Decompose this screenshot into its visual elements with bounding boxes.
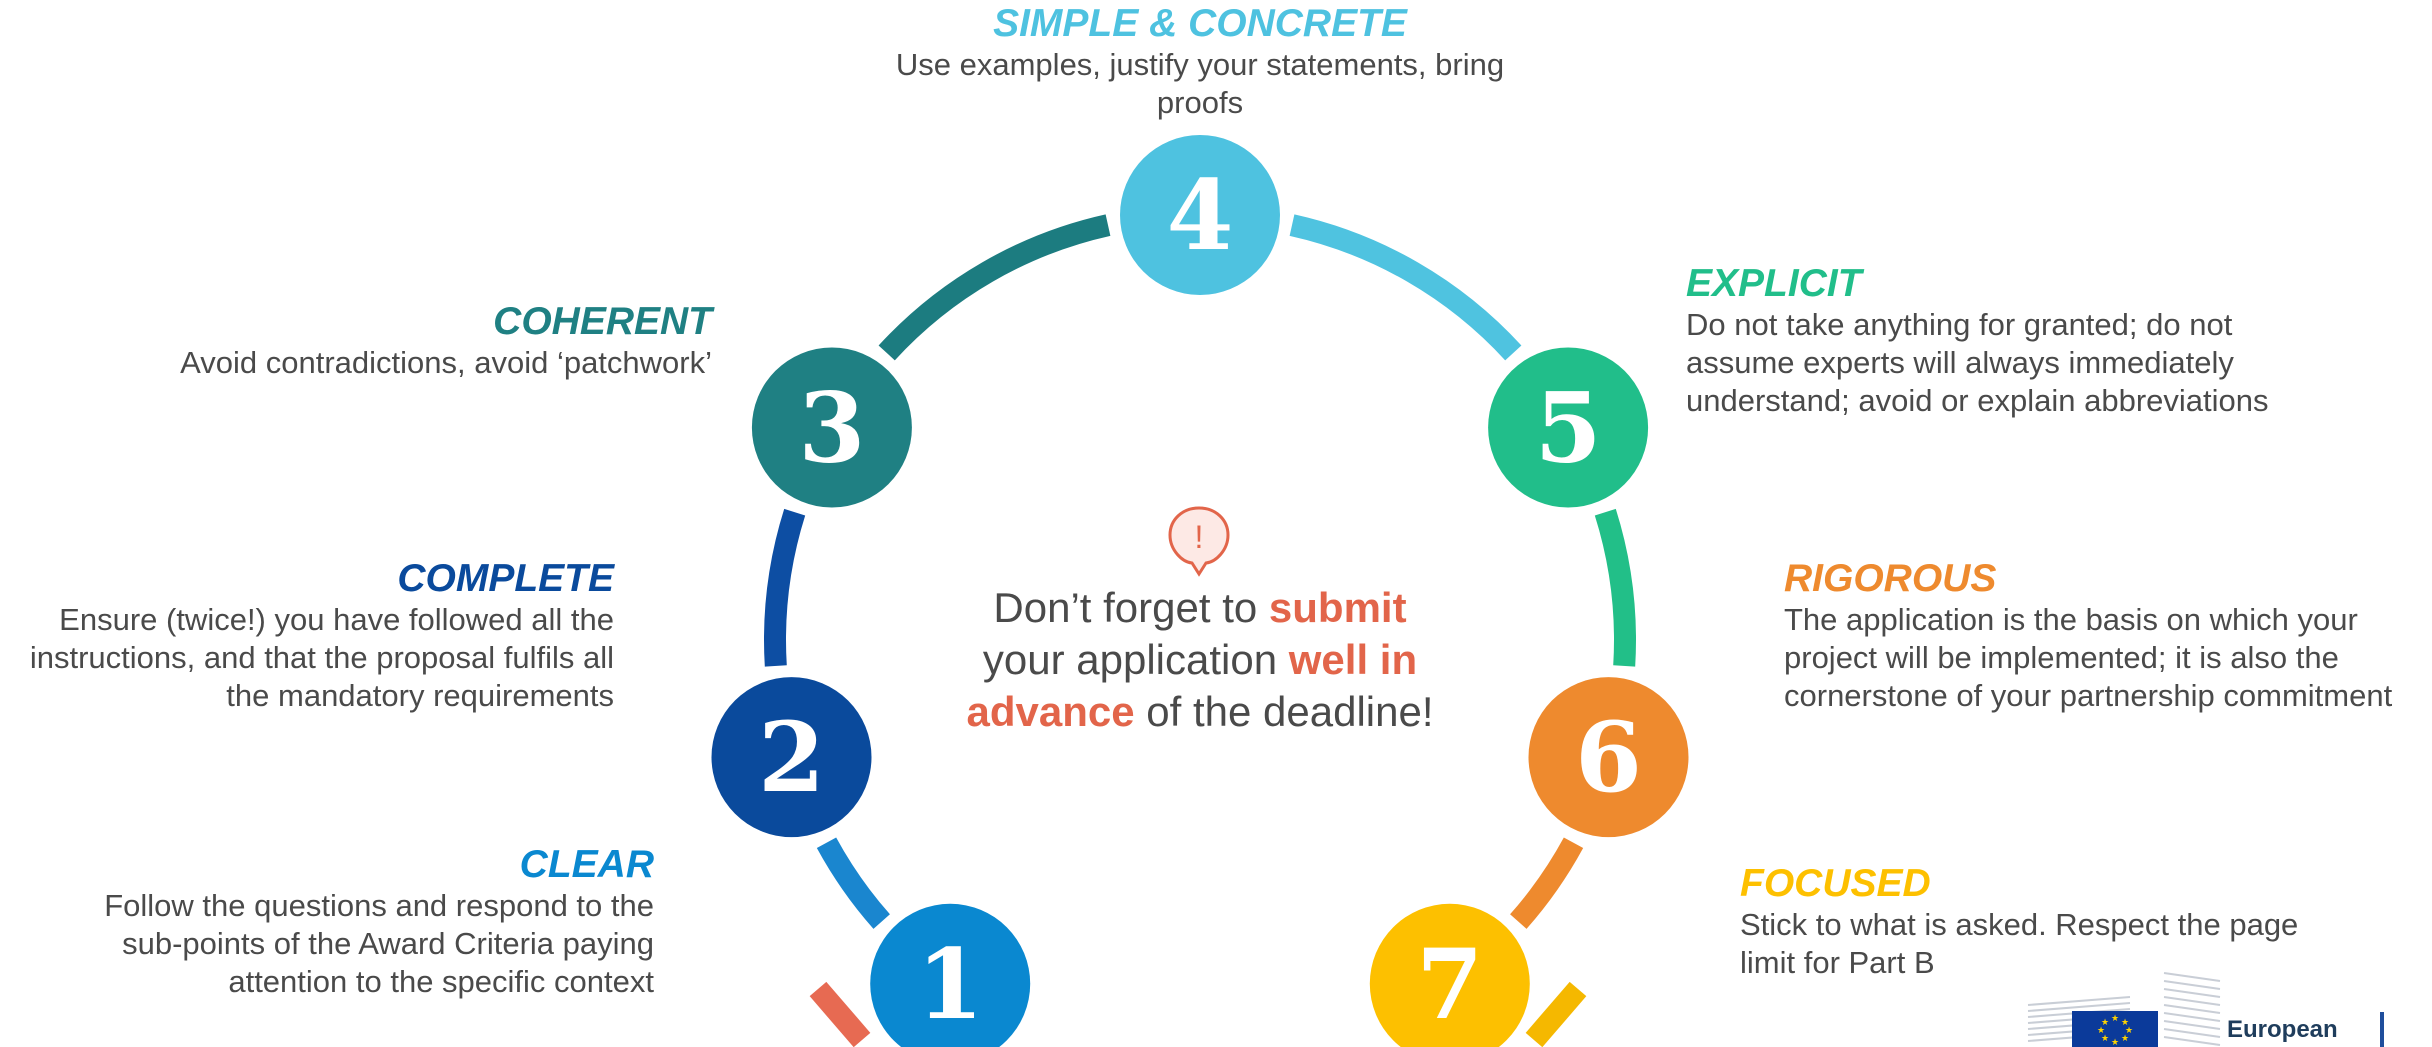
step-3-circle: 3 <box>751 347 912 508</box>
step-3-number: 3 <box>799 372 866 485</box>
step-1-circle: 1 <box>870 903 1031 1047</box>
arc-tail-right <box>1525 981 1587 1047</box>
step-2-circle: 2 <box>711 677 872 838</box>
step-5-title: EXPLICIT <box>1686 262 1862 305</box>
arc-segment-6-7 <box>1509 837 1584 929</box>
svg-text:★: ★ <box>2111 1014 2119 1024</box>
step-5-circle: 5 <box>1488 347 1649 508</box>
step-1-desc-line-1: Follow the questions and respond to the <box>104 888 654 923</box>
eu-divider <box>2380 1012 2384 1047</box>
arc-segment-2-3 <box>764 508 806 667</box>
step-7-number: 7 <box>1416 928 1483 1041</box>
step-5-desc-line-1: Do not take anything for granted; do not <box>1686 307 2233 342</box>
center-message: Don’t forget to submit your application … <box>930 582 1470 738</box>
step-6-desc-line-1: The application is the basis on which yo… <box>1784 602 2358 637</box>
step-3-block: COHERENT Avoid contradictions, avoid ‘pa… <box>100 300 712 382</box>
step-2-desc-line-2: instructions, and that the proposal fulf… <box>29 640 614 675</box>
step-3-title: COHERENT <box>493 300 712 343</box>
step-5-disc <box>1488 347 1649 508</box>
european-commission-logo: ★★★ ★★★ ★★ <box>2027 972 2221 1047</box>
step-7-desc-line-2: limit for Part B <box>1740 945 1935 980</box>
svg-text:★: ★ <box>2101 1034 2109 1044</box>
center-line-3-text: of the deadline! <box>1134 688 1434 735</box>
step-1-desc-line-2: sub-points of the Award Criteria paying <box>122 926 654 961</box>
step-1-disc <box>870 903 1031 1047</box>
step-7-disc <box>1369 903 1530 1047</box>
arc-segment-5-6 <box>1594 508 1636 667</box>
step-6-block: RIGOROUS The application is the basis on… <box>1784 557 2424 715</box>
step-6-number: 6 <box>1575 701 1642 814</box>
step-4-disc <box>1120 135 1280 295</box>
step-1-title: CLEAR <box>519 843 654 886</box>
speech-bubble-glyph: ! <box>1195 519 1204 555</box>
step-5-number: 5 <box>1535 372 1602 485</box>
step-3-disc <box>751 347 912 508</box>
center-highlight-well-in: well in <box>1288 636 1418 683</box>
center-highlight-advance: advance <box>966 688 1135 735</box>
step-4-number: 4 <box>1167 159 1234 272</box>
step-6-disc <box>1528 677 1689 838</box>
step-4-desc-line-2: proofs <box>1156 85 1244 120</box>
step-5-desc-line-3: understand; avoid or explain abbreviatio… <box>1686 383 2269 418</box>
eu-flag <box>2072 1011 2158 1047</box>
center-line-3: advance of the deadline! <box>930 686 1470 738</box>
step-4-desc-line-1: Use examples, justify your statements, b… <box>895 47 1505 82</box>
step-5-desc-line-2: assume experts will always immediately <box>1686 345 2234 380</box>
step-2-block: COMPLETE Ensure (twice!) you have follow… <box>10 557 614 715</box>
step-circles: 1 2 3 4 5 6 7 <box>711 135 1689 1047</box>
step-4-title: SIMPLE & CONCRETE <box>993 2 1407 45</box>
svg-text:★: ★ <box>2101 1018 2109 1028</box>
eu-label: European <box>2227 1016 2338 1043</box>
step-7-title: FOCUSED <box>1740 862 1931 905</box>
step-6-title: RIGOROUS <box>1784 557 1997 600</box>
svg-text:★: ★ <box>2121 1018 2129 1028</box>
center-line-2-text: your application <box>982 636 1289 683</box>
center-line-1: Don’t forget to submit <box>930 582 1470 634</box>
step-4-circle: 4 <box>1120 135 1280 295</box>
center-highlight-submit: submit <box>1268 584 1407 631</box>
svg-text:★: ★ <box>2097 1026 2105 1036</box>
arc-segments <box>764 214 1636 1047</box>
step-5-block: EXPLICIT Do not take anything for grante… <box>1686 262 2386 420</box>
svg-text:★: ★ <box>2111 1038 2119 1047</box>
speech-bubble-exclamation-icon: ! <box>1168 506 1230 577</box>
step-7-block: FOCUSED Stick to what is asked. Respect … <box>1740 862 2360 982</box>
step-7-desc-line-1: Stick to what is asked. Respect the page <box>1740 907 2299 942</box>
step-3-desc-line-1: Avoid contradictions, avoid ‘patchwork’ <box>180 345 712 380</box>
step-1-desc-line-3: attention to the specific context <box>228 964 654 999</box>
step-2-desc-line-3: the mandatory requirements <box>226 678 614 713</box>
arc-segment-1-2 <box>816 837 891 929</box>
svg-text:★: ★ <box>2121 1034 2129 1044</box>
arc-segment-3-4 <box>878 214 1111 361</box>
step-1-number: 1 <box>917 928 984 1041</box>
step-1-block: CLEAR Follow the questions and respond t… <box>40 843 654 1001</box>
step-6-desc-line-2: project will be implemented; it is also … <box>1784 640 2339 675</box>
step-6-circle: 6 <box>1528 677 1689 838</box>
step-2-number: 2 <box>758 701 825 814</box>
step-2-title: COMPLETE <box>397 557 614 600</box>
arc-tail-left <box>809 981 871 1047</box>
step-2-disc <box>711 677 872 838</box>
arc-segment-4-5 <box>1289 214 1522 361</box>
step-7-circle: 7 <box>1369 903 1530 1047</box>
center-line-2: your application well in <box>930 634 1470 686</box>
center-line-1-text: Don’t forget to <box>993 584 1269 631</box>
svg-text:★: ★ <box>2125 1026 2133 1036</box>
step-6-desc-line-3: cornerstone of your partnership commitme… <box>1784 678 2393 713</box>
step-2-desc-line-1: Ensure (twice!) you have followed all th… <box>59 602 614 637</box>
step-4-block: SIMPLE & CONCRETE Use examples, justify … <box>860 2 1540 122</box>
